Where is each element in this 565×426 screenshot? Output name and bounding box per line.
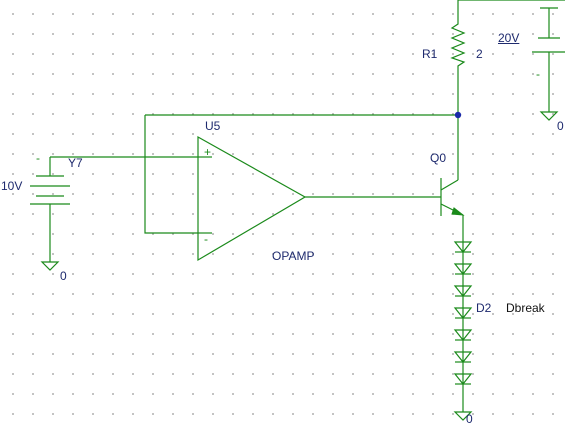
- supply-top-value-label: 20V: [498, 31, 520, 45]
- transistor-ref-label: Q0: [430, 151, 447, 165]
- ground-symbol-bottom: [453, 411, 473, 421]
- opamp-plus-mark: +: [204, 145, 212, 159]
- voltage-source-20v: [532, 7, 565, 53]
- wires: [49, 0, 565, 412]
- opamp-u5: [197, 135, 307, 262]
- net-label-y7: Y7: [68, 156, 83, 170]
- diode-chain-d2: [453, 240, 473, 392]
- ground-symbol-right: [539, 111, 559, 121]
- opamp-ref-label: U5: [205, 119, 221, 133]
- ground-label-left: 0: [60, 269, 67, 283]
- resistor-value-label: 2: [476, 47, 483, 61]
- diode-model-label: Dbreak: [506, 301, 545, 315]
- supply-top-minus-mark: -: [536, 67, 540, 81]
- diode-ref-label: D2: [476, 301, 492, 315]
- ground-label-bottom: 0: [466, 412, 473, 426]
- supply-left-minus-mark: -: [36, 151, 40, 165]
- transistor-q0: [440, 178, 465, 216]
- voltage-source-10v: [30, 175, 70, 205]
- resistor-r1: [450, 18, 466, 68]
- supply-left-value-label: 10V: [1, 179, 23, 193]
- resistor-ref-label: R1: [422, 47, 438, 61]
- opamp-model-label: OPAMP: [272, 249, 315, 263]
- ground-label-right: 0: [557, 119, 564, 133]
- opamp-minus-mark: -: [204, 232, 208, 246]
- junction-dot: [454, 111, 462, 119]
- ground-symbol-left: [40, 261, 60, 271]
